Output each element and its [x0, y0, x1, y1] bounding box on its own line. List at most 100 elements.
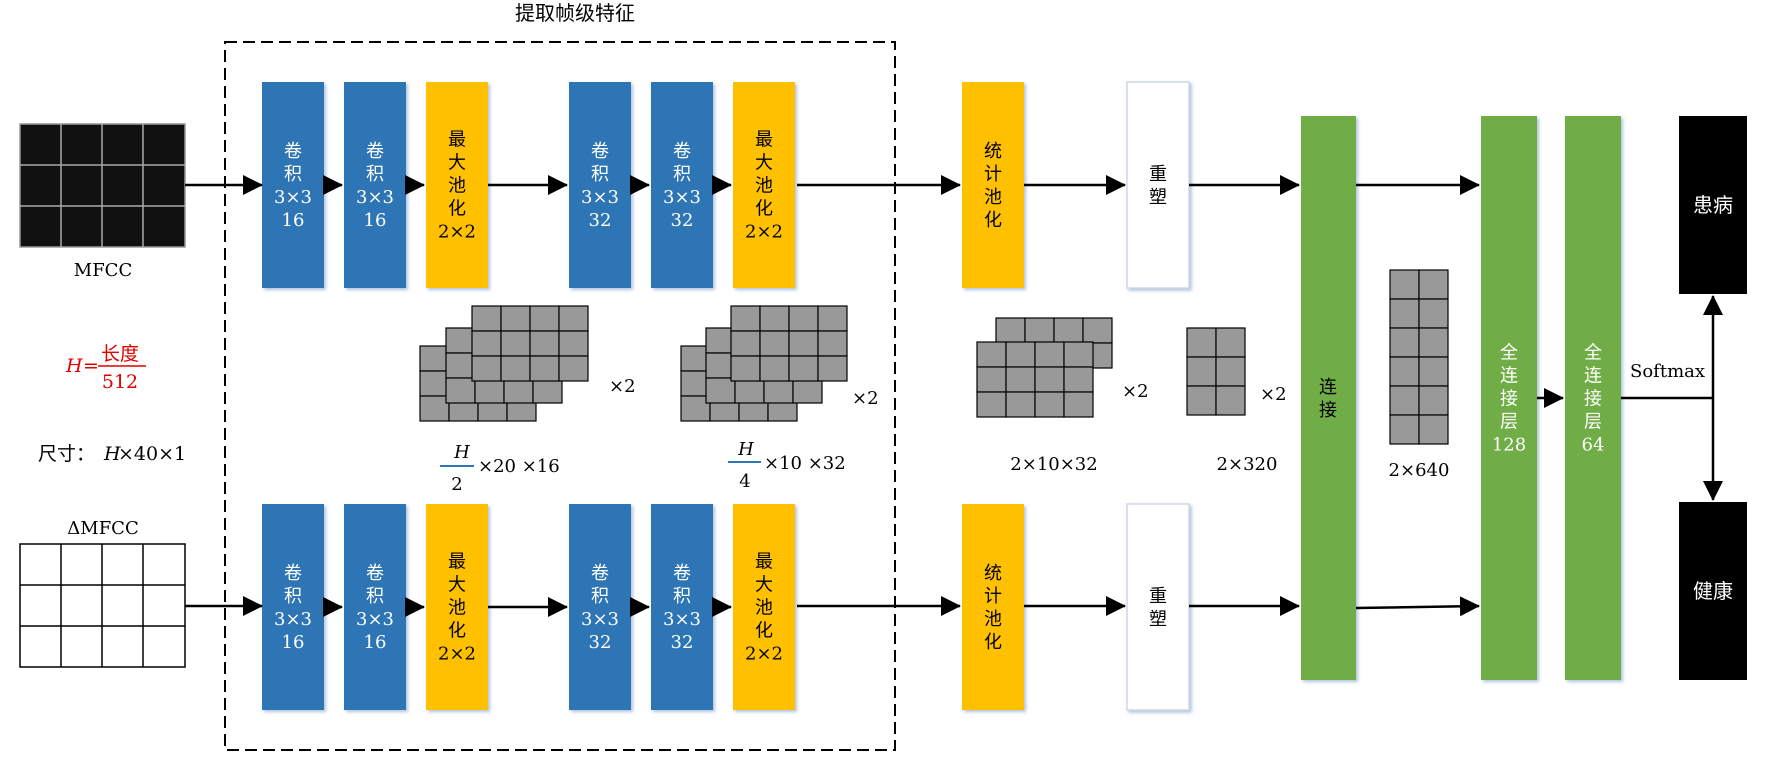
stat-pool-line: 池 [984, 187, 1002, 208]
feature-map-slice [471, 305, 589, 382]
conv-block-line: 3×3 [274, 609, 312, 630]
conv-block: 卷积3×316 [262, 504, 324, 710]
conv-block-line: 32 [671, 210, 694, 231]
dim-label-fm2: H 4 ×10 ×32 [728, 439, 846, 492]
reshape-line: 塑 [1149, 187, 1167, 208]
conv-block-line: 16 [282, 210, 305, 231]
mfcc-label: MFCC [74, 260, 132, 281]
output-healthy: 健康 [1679, 502, 1747, 680]
pool-block-line: 最 [755, 551, 773, 572]
conv-block-line: 3×3 [663, 187, 701, 208]
conv-block-line: 卷 [591, 563, 609, 584]
conv-block-line: 3×3 [356, 187, 394, 208]
pool-block-line: 2×2 [438, 643, 476, 664]
reshape-line: 塑 [1149, 609, 1167, 630]
fc1-line: 层 [1500, 411, 1518, 432]
conv-block-line: 3×3 [663, 609, 701, 630]
pool-block-line: 化 [448, 198, 466, 219]
length-formula: H = 长度 512 [65, 343, 146, 393]
bottom-branch: 卷积3×316卷积3×316最大池化2×2卷积3×332卷积3×332最大池化2… [262, 504, 795, 710]
fm2-multiplier: ×2 [852, 388, 879, 409]
svg-text:H: H [103, 443, 121, 465]
concat-dim-label: 2×640 [1389, 460, 1450, 481]
dim-label-fm1: H 2 ×20 ×16 [440, 442, 560, 495]
stat-multiplier: ×2 [1122, 381, 1149, 402]
pool-block-line: 最 [755, 129, 773, 150]
conv-block: 卷积3×316 [344, 82, 406, 288]
conv-block: 卷积3×316 [262, 82, 324, 288]
pool-block-line: 大 [755, 152, 773, 173]
stat-pool-line: 统 [984, 563, 1002, 584]
delta-mfcc-label: ΔMFCC [67, 518, 138, 539]
svg-text:×10 ×32: ×10 ×32 [764, 453, 846, 474]
conv-block-line: 卷 [673, 563, 691, 584]
svg-text:2: 2 [451, 474, 462, 495]
conv-block-line: 积 [673, 586, 691, 607]
conv-block-line: 积 [284, 586, 302, 607]
svg-text:4: 4 [739, 471, 750, 492]
pool-block-line: 大 [448, 574, 466, 595]
arrows [185, 175, 1723, 617]
fc1-line: 接 [1500, 388, 1518, 409]
conv-block: 卷积3×316 [344, 504, 406, 710]
fm1-multiplier: ×2 [609, 376, 636, 397]
top-branch: 卷积3×316卷积3×316最大池化2×2卷积3×332卷积3×332最大池化2… [262, 82, 795, 288]
fc2-line: 层 [1584, 411, 1602, 432]
stat-pool-line: 化 [984, 210, 1002, 231]
pool-block-line: 池 [755, 175, 773, 196]
pool-block-line: 最 [448, 551, 466, 572]
fc2-line: 接 [1584, 388, 1602, 409]
conv-block: 卷积3×332 [569, 504, 631, 710]
conv-block-line: 积 [284, 164, 302, 185]
conv-block: 卷积3×332 [651, 82, 713, 288]
concat-line: 连 [1319, 377, 1337, 398]
stat-pool-line: 计 [984, 586, 1002, 607]
svg-text:H: H [453, 442, 470, 463]
concat-feature-map [1389, 269, 1449, 445]
conv-block: 卷积3×332 [651, 504, 713, 710]
concat-line: 接 [1319, 400, 1337, 421]
feature-map-slice [730, 305, 848, 382]
stat-pool-line: 池 [984, 609, 1002, 630]
conv-block-line: 卷 [591, 141, 609, 162]
diagram-title: 提取帧级特征 [515, 1, 635, 25]
stat-pool-line: 计 [984, 164, 1002, 185]
conv-block-line: 卷 [366, 563, 384, 584]
output-sick: 患病 [1679, 116, 1747, 294]
svg-text:尺寸：: 尺寸： [38, 443, 95, 465]
pool-block-line: 最 [448, 129, 466, 150]
svg-text:×40×1: ×40×1 [118, 443, 186, 465]
conv-block-line: 3×3 [356, 609, 394, 630]
mfcc-input-grid [19, 123, 186, 248]
conv-block-line: 3×3 [581, 187, 619, 208]
conv-block-line: 32 [589, 632, 612, 653]
reshape-dim-label: 2×320 [1217, 454, 1278, 475]
svg-text:512: 512 [102, 371, 138, 393]
conv-block-line: 卷 [366, 141, 384, 162]
concat-layer: 连接 [1301, 116, 1356, 680]
pool-block-line: 化 [755, 620, 773, 641]
conv-block-line: 积 [591, 164, 609, 185]
conv-block-line: 积 [591, 586, 609, 607]
conv-block: 卷积3×332 [569, 82, 631, 288]
fc1-line: 连 [1500, 365, 1518, 386]
pool-block-line: 池 [448, 597, 466, 618]
pool-block-line: 大 [755, 574, 773, 595]
stat-pool-line: 化 [984, 632, 1002, 653]
reshape-line: 重 [1149, 586, 1167, 607]
svg-text:H: H [65, 355, 83, 377]
pool-block-line: 化 [755, 198, 773, 219]
pool-block-line: 池 [755, 597, 773, 618]
svg-text:H: H [737, 439, 754, 460]
conv-block-line: 3×3 [274, 187, 312, 208]
conv-block-line: 16 [364, 632, 387, 653]
conv-block-line: 16 [364, 210, 387, 231]
stat-dim-label: 2×10×32 [1010, 454, 1097, 475]
softmax-label: Softmax [1630, 361, 1705, 382]
svg-text:长度: 长度 [101, 343, 139, 365]
